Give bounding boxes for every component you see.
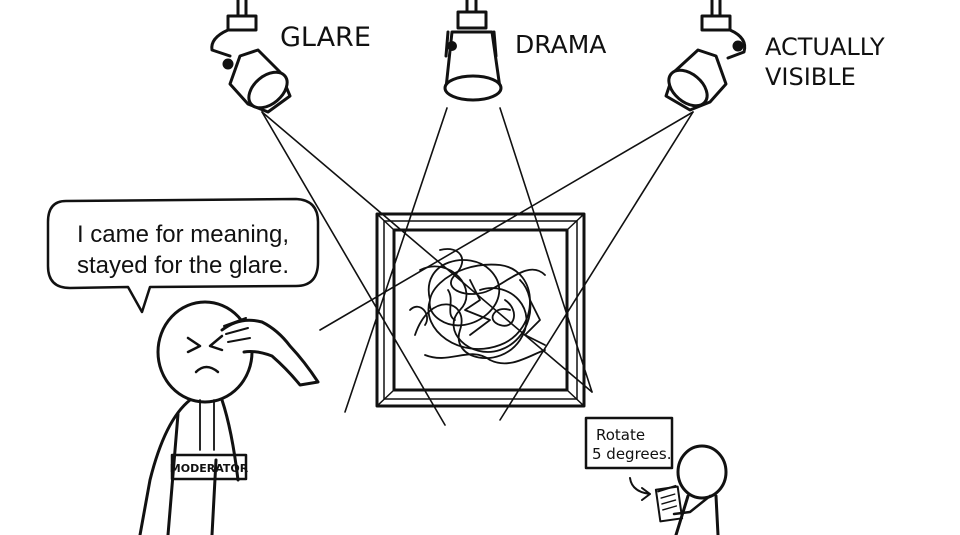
sign-line-1: Rotate <box>596 426 645 444</box>
squint-eye-left <box>186 336 202 354</box>
painting-scribbles <box>409 248 546 365</box>
note-taker-body-right <box>714 494 720 535</box>
note-taker-arm <box>672 494 712 516</box>
spotlight-left-icon <box>210 0 292 114</box>
label-actually: ACTUALLY <box>765 33 885 61</box>
spotlight-center-icon <box>443 0 503 102</box>
notepad-icon <box>654 484 684 523</box>
note-taker-figure <box>672 444 728 535</box>
speech-bubble: I came for meaning, stayed for the glare… <box>46 197 320 314</box>
moderator-badge: MODERATOR <box>170 453 249 481</box>
speech-line-1: I came for meaning, <box>77 221 289 248</box>
spotlight-right-icon <box>664 0 747 112</box>
hand-fingers <box>223 317 251 343</box>
label-glare: GLARE <box>280 22 371 53</box>
grimace-mouth <box>194 365 220 374</box>
painting <box>375 212 586 408</box>
note-taker-head <box>676 444 728 500</box>
squint-eye-right <box>208 334 224 352</box>
label-visible: VISIBLE <box>765 63 856 91</box>
moderator-side-line <box>210 458 218 535</box>
speech-line-2: stayed for the glare. <box>77 252 289 279</box>
moderator-body-left <box>138 398 192 535</box>
badge-text: MODERATOR <box>170 462 249 475</box>
arrow-icon <box>629 477 651 501</box>
moderator-body-right <box>220 398 240 482</box>
label-drama: DRAMA <box>515 30 606 59</box>
saluting-arm <box>220 318 320 387</box>
lanyard <box>199 399 215 451</box>
moderator-head <box>156 300 254 404</box>
moderator-figure <box>138 300 320 535</box>
sign-line-2: 5 degrees. <box>592 445 671 463</box>
instruction-sign: Rotate 5 degrees. <box>584 416 674 470</box>
